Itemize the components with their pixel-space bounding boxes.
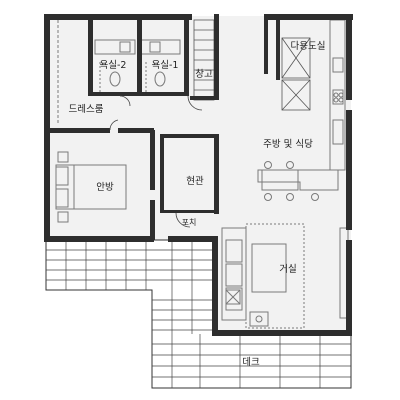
label-deck: 데크	[242, 357, 260, 368]
wall-bed-right	[150, 130, 155, 190]
nightstand	[57, 151, 69, 163]
outer-wall-top-right	[266, 14, 353, 20]
cooktop	[332, 89, 344, 105]
vanity-2	[94, 39, 136, 55]
nightstand	[57, 211, 69, 223]
wall-bath-right	[184, 14, 189, 96]
label-bath2: 욕실-2	[100, 60, 127, 71]
wall-dress-bottom	[44, 128, 110, 133]
coffee-table	[251, 243, 287, 293]
bath-fixtures	[94, 39, 181, 92]
wall-entry-top	[160, 134, 216, 138]
label-living-room: 거실	[279, 264, 296, 275]
rug	[245, 223, 305, 329]
wall-bath-bottom	[88, 92, 188, 96]
fridge	[332, 119, 344, 145]
outer-wall-right	[346, 14, 352, 100]
label-kitchen-dining: 주방 및 식당	[263, 138, 313, 150]
side-table	[249, 311, 269, 327]
living-wall-bottom	[212, 330, 352, 336]
bedroom-furniture	[55, 20, 127, 223]
label-storage: 창고	[195, 69, 213, 80]
deck	[45, 239, 352, 389]
label-bath1: 욕실-1	[152, 60, 179, 71]
living-wall-left	[212, 236, 218, 336]
outer-wall-bottom-left	[44, 236, 154, 242]
toilet-1	[154, 71, 166, 87]
door-swings	[109, 95, 203, 228]
dining-table	[261, 169, 299, 191]
label-utility: 다용도실	[291, 41, 326, 52]
armchair	[225, 289, 241, 305]
label-master-bedroom: 안방	[96, 182, 114, 193]
wall-utility-left	[276, 14, 280, 80]
wall-bath-mid	[137, 14, 142, 94]
walls	[44, 14, 353, 336]
wall-bath-left	[88, 14, 93, 96]
living-floor	[215, 216, 351, 334]
kitchen-furniture	[257, 19, 346, 201]
label-entrance: 현관	[186, 176, 204, 187]
dining-chair	[286, 161, 294, 169]
dining-chair	[264, 161, 272, 169]
island-counter	[257, 169, 339, 191]
sink	[332, 57, 344, 73]
dining-chair	[264, 193, 272, 201]
deck-planks	[46, 249, 351, 378]
label-dressroom: 드레스룸	[69, 104, 104, 115]
dining-chair	[286, 193, 294, 201]
toilet-2	[109, 71, 121, 87]
bed	[55, 164, 127, 210]
outer-wall-top	[44, 14, 192, 20]
label-porch: 포치	[182, 218, 197, 227]
wall-storage	[214, 14, 219, 100]
wall-entry-right	[214, 134, 219, 214]
deck-joints	[65, 240, 321, 388]
dining-chair	[311, 193, 319, 201]
living-furniture	[221, 223, 349, 329]
